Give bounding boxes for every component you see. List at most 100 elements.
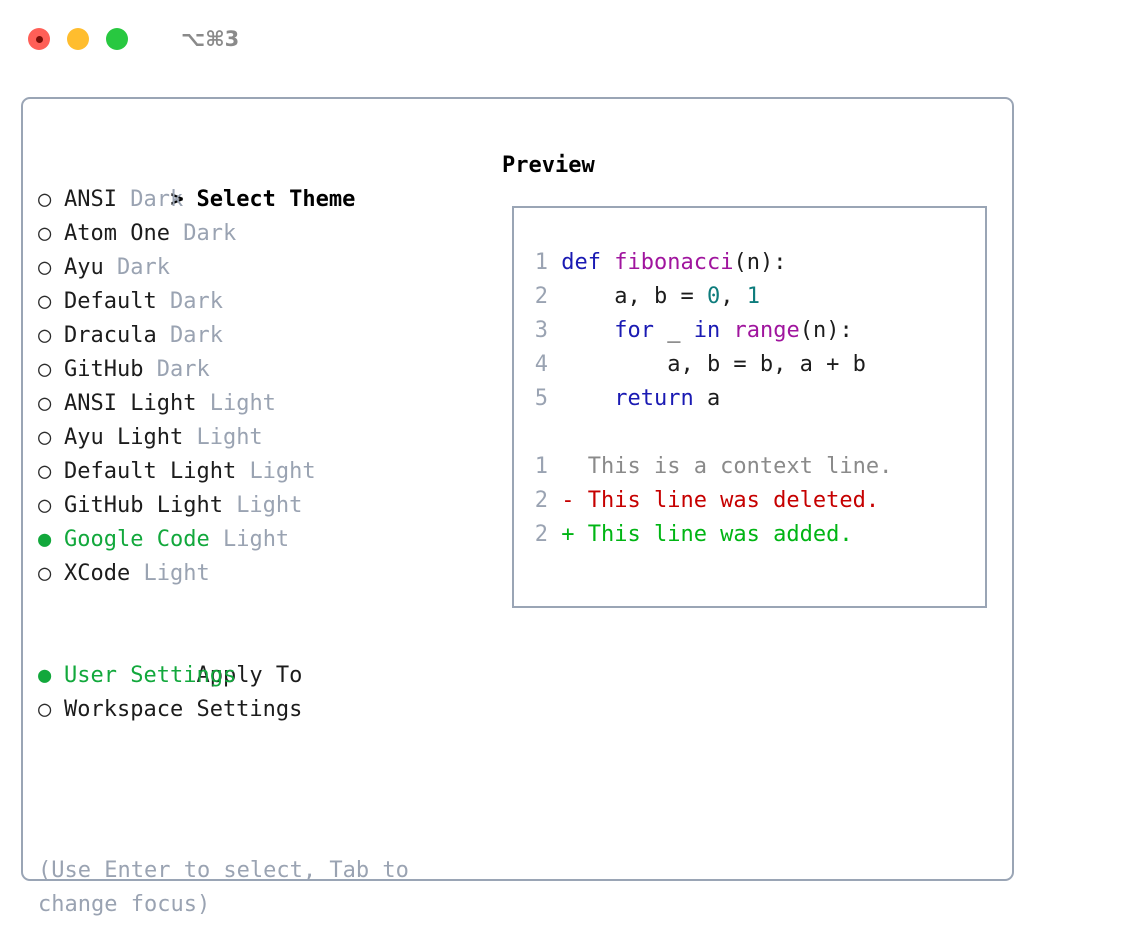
theme-name-label: Ayu Light [64,425,197,450]
code-token: , [720,284,747,309]
radio-selected-icon: ● [38,527,52,552]
code-token [561,386,614,411]
theme-list-item[interactable]: ○ GitHub Dark [38,353,488,387]
diff-line-content: - This line was deleted. [548,488,880,513]
theme-kind-label: Dark [156,357,210,382]
theme-name-label: Atom One [64,221,184,246]
apply-to-list-item[interactable]: ○ Workspace Settings [38,693,488,727]
apply-to-label: User Settings [64,663,237,688]
apply-to-list-item[interactable]: ● User Settings [38,659,488,693]
radio-unselected-icon: ○ [38,221,52,246]
code-token: a, b = [561,284,707,309]
code-token: _ [653,318,694,343]
theme-name-label: Default Light [64,459,250,484]
theme-list-item[interactable]: ○XCode Light [38,557,488,591]
theme-selector-column: > Select Theme ○ANSI Dark○Atom One Dark○… [38,149,488,727]
preview-heading: Preview [502,153,595,178]
theme-list-item[interactable]: ○ANSI Light Light [38,387,488,421]
diff-line-content: This is a context line. [548,454,893,479]
theme-list-item[interactable]: ○ANSI Dark [38,183,488,217]
radio-unselected-icon: ○ [38,187,52,212]
code-token: 1 [746,284,760,309]
radio-unselected-icon: ○ [38,357,52,382]
title-bar: ⌥⌘3 [0,0,1140,78]
content-panel: > Select Theme ○ANSI Dark○Atom One Dark○… [21,97,1014,917]
code-token: (n): [799,318,853,343]
theme-kind-label: Dark [130,187,184,212]
diff-line-number: 2 [534,522,548,547]
theme-name-label: ANSI Light [64,391,210,416]
theme-kind-label: Light [209,391,276,416]
code-line-content [548,352,561,377]
theme-list-item[interactable]: ●Google Code Light [38,523,488,557]
code-line-number: 4 [534,352,548,377]
theme-name-label: Dracula [64,323,170,348]
diff-line-number: 1 [534,454,548,479]
code-line: 5 return a [520,382,985,416]
preview-column: Preview 1 def fibonacci(n):2 a, b = 0, 1… [502,149,1002,608]
code-token: 0 [706,284,721,309]
theme-kind-label: Light [249,459,316,484]
code-token: a, b = b, a + b [561,352,866,377]
help-text-line-1: (Use Enter to select, Tab to [38,858,409,883]
code-line-content [548,284,561,309]
theme-list-item[interactable]: ○Dracula Dark [38,319,488,353]
code-token: in [693,318,721,343]
theme-list: ○ANSI Dark○Atom One Dark○Ayu Dark○Defaul… [38,183,488,591]
close-window-button[interactable] [28,28,50,50]
code-line: 4 a, b = b, a + b [520,348,985,382]
radio-unselected-icon: ○ [38,697,52,722]
apply-to-list: ● User Settings ○ Workspace Settings [38,659,488,727]
help-text: (Use Enter to select, Tab to change focu… [38,854,458,922]
radio-unselected-icon: ○ [38,425,52,450]
diff-line: 1 This is a context line. [520,450,985,484]
radio-unselected-icon: ○ [38,323,52,348]
code-token [561,318,614,343]
theme-list-item[interactable]: ○Default Dark [38,285,488,319]
radio-unselected-icon: ○ [38,255,52,280]
theme-kind-label: Dark [169,289,223,314]
radio-unselected-icon: ○ [38,493,52,518]
code-token: (n): [733,250,787,275]
select-theme-heading-label: Select Theme [196,187,356,212]
code-token [720,318,733,343]
code-line-content [548,386,561,411]
apply-to-heading-label: Apply To [196,663,303,688]
theme-list-item[interactable]: ○ Ayu Light Light [38,421,488,455]
theme-kind-label: Light [236,493,303,518]
apply-to-label: Workspace Settings [64,697,303,722]
code-line: 1 def fibonacci(n): [520,246,985,280]
diff-line-content: + This line was added. [548,522,853,547]
theme-kind-label: Dark [183,221,237,246]
code-line-content [548,318,561,343]
theme-kind-label: Light [143,561,210,586]
code-diff-spacer [520,416,985,450]
maximize-window-button[interactable] [106,28,128,50]
theme-list-item[interactable]: ○ Ayu Dark [38,251,488,285]
theme-kind-label: Light [196,425,263,450]
theme-name-label: GitHub [64,357,157,382]
theme-list-item[interactable]: ○Default Light Light [38,455,488,489]
theme-name-label: XCode [64,561,144,586]
code-line: 3 for _ in range(n): [520,314,985,348]
traffic-light-group [28,28,128,50]
code-token: a [693,386,721,411]
theme-name-label: Ayu [64,255,117,280]
code-line-number: 1 [534,250,548,275]
prompt-caret-icon: > [170,187,197,212]
diff-line: 2 + This line was added. [520,518,985,552]
code-line-content [548,250,561,275]
theme-list-item[interactable]: ○ Atom One Dark [38,217,488,251]
code-token: def [561,250,615,275]
radio-unselected-icon: ○ [38,289,52,314]
code-token: return [614,386,694,411]
code-token: range [733,318,800,343]
minimize-window-button[interactable] [67,28,89,50]
radio-selected-icon: ● [38,663,52,688]
theme-list-item[interactable]: ○GitHub Light Light [38,489,488,523]
theme-kind-label: Dark [116,255,170,280]
keyboard-shortcut-label: ⌥⌘3 [181,27,240,51]
code-token: for [614,318,654,343]
